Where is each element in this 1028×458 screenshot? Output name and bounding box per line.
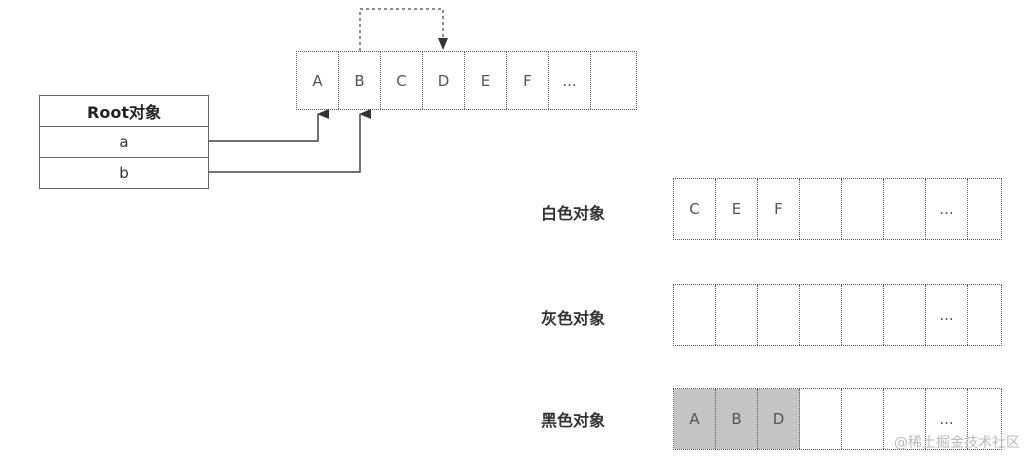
grey-set-array: ...	[673, 284, 1002, 346]
white-cell	[800, 179, 842, 239]
heap-cell-c: C	[381, 52, 423, 109]
grey-cell	[842, 285, 884, 345]
black-cell-ellipsis: ...	[926, 389, 968, 449]
heap-cell-d: D	[423, 52, 465, 109]
arrow-B-to-D	[359, 8, 444, 51]
black-cell	[842, 389, 884, 449]
grey-cell-ellipsis: ...	[926, 285, 968, 345]
grey-cell	[800, 285, 842, 345]
white-set-label: 白色对象	[541, 204, 606, 223]
black-cell-filled: D	[758, 389, 800, 449]
white-cell: C	[674, 179, 716, 239]
root-object-title: Root对象	[87, 103, 161, 122]
white-cell-ellipsis: ...	[926, 179, 968, 239]
heap-object-array: A B C D E F ...	[296, 51, 637, 110]
arrow-a-to-A	[209, 109, 329, 142]
watermark: @稀土掘金技术社区	[894, 435, 1020, 451]
black-cell-filled: B	[716, 389, 758, 449]
heap-cell-ellipsis: ...	[549, 52, 591, 109]
heap-cell-b: B	[339, 52, 381, 109]
black-cell	[800, 389, 842, 449]
grey-cell	[758, 285, 800, 345]
black-set-array: A B D ...	[673, 388, 1002, 450]
grey-cell	[968, 285, 1001, 345]
grey-set-label: 灰色对象	[541, 309, 606, 328]
grey-cell	[716, 285, 758, 345]
heap-cell-f: F	[507, 52, 549, 109]
root-object-table: Root对象 a b	[39, 95, 209, 189]
black-cell	[884, 389, 926, 449]
arrow-B-to-D-head	[438, 38, 448, 50]
white-set-array: C E F ...	[673, 178, 1002, 240]
black-set-label: 黑色对象	[541, 411, 606, 430]
white-cell	[884, 179, 926, 239]
heap-cell-e: E	[465, 52, 507, 109]
white-cell	[842, 179, 884, 239]
white-cell: F	[758, 179, 800, 239]
arrow-b-to-B	[209, 109, 371, 173]
white-cell: E	[716, 179, 758, 239]
white-cell	[968, 179, 1001, 239]
grey-cell	[884, 285, 926, 345]
root-field-a: a	[40, 126, 208, 157]
black-cell-filled: A	[674, 389, 716, 449]
heap-cell-a: A	[297, 52, 339, 109]
root-field-b: b	[40, 157, 208, 188]
grey-cell	[674, 285, 716, 345]
